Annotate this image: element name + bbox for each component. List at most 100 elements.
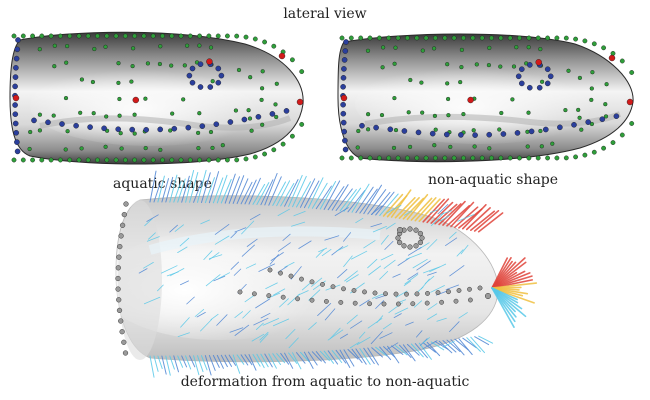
landmark-green <box>273 102 278 107</box>
deformation-vector <box>256 182 270 205</box>
deformation-vector <box>410 343 424 358</box>
landmark-grey <box>299 276 304 282</box>
landmark-grey <box>118 233 124 239</box>
landmark-green <box>224 33 230 39</box>
landmark-green <box>143 96 148 101</box>
landmark-red <box>278 52 286 60</box>
deformation-vector <box>426 239 438 250</box>
deformation-panel <box>100 169 538 378</box>
figure-caption: deformation from aquatic to non-aquatic <box>180 374 470 390</box>
landmark-blue <box>186 72 193 79</box>
deformation-vector <box>379 346 392 361</box>
deformation-vector <box>307 177 324 209</box>
landmark-green <box>554 35 560 41</box>
landmark-blue <box>515 73 522 80</box>
landmark-green <box>39 33 45 39</box>
deformation-vector <box>438 340 453 354</box>
deformation-vector <box>383 346 396 358</box>
landmark-green <box>507 35 513 41</box>
landmark-grey <box>446 289 451 295</box>
landmark-blue <box>189 65 196 72</box>
deformation-vector <box>379 332 393 339</box>
deformation-vector <box>450 201 475 228</box>
landmark-green <box>538 128 543 134</box>
landmark-green <box>406 110 411 115</box>
deformation-vector <box>220 179 232 204</box>
landmark-grey <box>115 286 121 292</box>
deformation-vector <box>347 190 366 213</box>
deformation-vector <box>248 354 257 371</box>
landmark-green <box>252 36 258 42</box>
landmark-green <box>143 145 148 151</box>
landmark-green <box>52 43 57 48</box>
deformation-vector <box>153 182 161 203</box>
deformation-vector <box>194 309 205 317</box>
deformation-vector <box>269 254 279 265</box>
landmark-green <box>274 81 279 86</box>
landmark-green <box>20 157 26 163</box>
landmark-blue <box>401 128 408 134</box>
landmark-blue <box>143 127 149 133</box>
landmark-green <box>181 97 186 102</box>
landmark-green <box>208 129 214 135</box>
landmark-green <box>220 143 225 148</box>
landmark-green <box>393 45 398 50</box>
landmark-green <box>419 80 424 85</box>
deformation-vector <box>383 259 396 269</box>
deformation-vector <box>458 338 473 355</box>
deformation-vector <box>165 176 174 203</box>
deformation-vector <box>241 244 255 257</box>
landmark-green <box>197 111 202 116</box>
landmark-green <box>130 63 135 69</box>
landmark-green <box>573 154 578 160</box>
landmark-green <box>545 155 550 161</box>
landmark-blue <box>415 129 422 136</box>
deformation-vector <box>385 205 402 214</box>
landmark-green <box>63 147 68 152</box>
deformation-vector <box>367 258 378 269</box>
deformation-vector <box>287 293 301 306</box>
landmark-green <box>458 79 463 85</box>
deformation-vector <box>343 187 362 212</box>
landmark-green <box>511 64 517 69</box>
landmark-grey <box>123 201 129 207</box>
landmark-grey <box>413 227 419 233</box>
deformation-vector <box>343 255 353 267</box>
landmark-grey <box>119 222 126 228</box>
deformation-vector <box>177 246 188 253</box>
deformation-vector <box>185 170 195 203</box>
deformation-vector <box>244 354 253 366</box>
landmark-blue <box>340 101 346 108</box>
landmark-green <box>67 157 73 163</box>
landmark-green <box>395 35 401 41</box>
landmark-green <box>289 133 295 139</box>
deformation-vector <box>143 296 161 305</box>
landmark-green <box>141 157 147 163</box>
landmark-green <box>248 75 253 80</box>
deformation-vector <box>327 350 339 365</box>
landmark-green <box>525 129 530 134</box>
landmark-green <box>601 145 606 151</box>
landmark-blue <box>519 66 525 73</box>
landmark-green <box>376 155 382 161</box>
deformation-vector <box>296 352 306 364</box>
landmark-green <box>178 33 184 39</box>
landmark-blue <box>283 108 290 114</box>
deformation-vector <box>375 346 388 357</box>
landmark-green <box>392 61 397 66</box>
deformation-vector <box>414 197 437 222</box>
landmark-grey <box>237 289 243 295</box>
landmark-blue <box>543 126 549 133</box>
deformation-vector <box>370 331 383 345</box>
deformation-vector <box>343 349 355 367</box>
landmark-blue <box>342 137 348 144</box>
landmark-green <box>386 35 392 41</box>
deformation-vector <box>300 178 316 208</box>
landmark-green <box>487 45 492 50</box>
deformation-vector <box>300 351 310 362</box>
deformation-vector <box>272 353 281 365</box>
deformation-vector <box>327 329 344 341</box>
deformation-vector <box>349 341 360 349</box>
landmark-green <box>591 41 597 47</box>
deformation-vector <box>356 336 371 346</box>
